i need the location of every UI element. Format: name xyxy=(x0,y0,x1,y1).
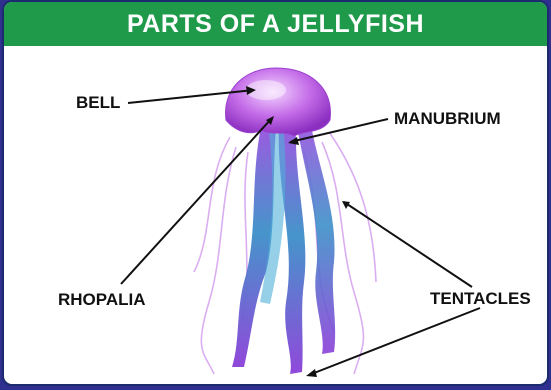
jellyfish-bell xyxy=(226,68,331,136)
label-rhopalia: RHOPALIA xyxy=(58,290,146,310)
label-manubrium: MANUBRIUM xyxy=(394,109,501,129)
label-tentacles: TENTACLES xyxy=(430,289,531,309)
tentacles-leader-line-upper xyxy=(344,202,472,287)
label-bell: BELL xyxy=(76,93,120,113)
jellyfish-illustration xyxy=(4,2,549,386)
tentacles-arrowhead-lower xyxy=(306,369,317,377)
